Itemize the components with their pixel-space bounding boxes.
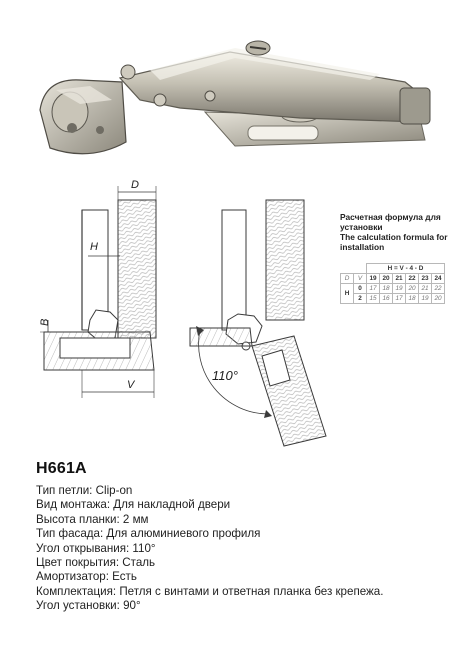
formula-caption-ru: Расчетная формула для установки — [340, 212, 441, 232]
corner-v: V — [353, 273, 367, 284]
table-row: D V 19 20 21 22 23 24 — [340, 273, 445, 284]
formula-caption-en: The calculation formula for installation — [340, 232, 448, 252]
v-value: 23 — [418, 273, 432, 284]
spec-finish-color: Цвет покрытия: Сталь — [36, 556, 156, 570]
v-value: 21 — [392, 273, 406, 284]
v-value: 19 — [366, 273, 380, 284]
formula-title: H = V - 4 - D — [366, 263, 445, 274]
spec-package: Комплектация: Петля с винтами и ответная… — [36, 584, 384, 598]
angle-label: 110° — [212, 368, 238, 383]
h-value: 20 — [405, 283, 419, 294]
h-value: 19 — [392, 283, 406, 294]
table-row: H 0 17 18 19 20 21 22 — [340, 283, 445, 304]
hinge-photo — [39, 40, 431, 155]
h-value: 17 — [366, 283, 380, 294]
h-value: 21 — [418, 283, 432, 294]
table-row: H = V - 4 - D — [340, 263, 445, 274]
label-b: B — [39, 319, 51, 326]
table-row: 2 15 16 17 18 19 20 — [341, 293, 445, 304]
h-value: 19 — [418, 293, 432, 304]
v-value: 22 — [405, 273, 419, 284]
corner-d: D — [340, 273, 354, 284]
row-label-h: H — [340, 283, 354, 304]
spec-damper: Амортизатор: Есть — [36, 570, 137, 584]
spec-plate-height: Высота планки: 2 мм — [36, 512, 149, 526]
h-value: 17 — [392, 293, 406, 304]
formula-caption: Расчетная формула для установки The calc… — [340, 212, 468, 252]
spec-list: Тип петли: Clip-on Вид монтажа: Для накл… — [36, 484, 383, 614]
installation-diagram: D H B V 110° — [39, 179, 327, 447]
spec-mount-type: Вид монтажа: Для накладной двери — [36, 498, 231, 512]
h-value: 15 — [366, 293, 380, 304]
label-d: D — [131, 179, 139, 191]
product-model: H661A — [36, 460, 87, 477]
h-value: 20 — [431, 293, 445, 304]
spec-opening-angle: Угол открывания: 110° — [36, 541, 156, 555]
label-h: H — [90, 241, 98, 253]
v-value: 24 — [431, 273, 445, 284]
d-value: 2 — [353, 293, 367, 304]
label-v: V — [127, 379, 136, 391]
h-value: 22 — [431, 283, 445, 294]
d-value: 0 — [353, 283, 367, 294]
formula-table: H = V - 4 - D D V 19 20 21 22 23 24 H 0 … — [340, 263, 445, 304]
v-value: 20 — [379, 273, 393, 284]
h-value: 18 — [379, 283, 393, 294]
spec-install-angle: Угол установки: 90° — [36, 599, 141, 613]
h-value: 16 — [379, 293, 393, 304]
spec-hinge-type: Тип петли: Clip-on — [36, 484, 133, 497]
h-value: 18 — [405, 293, 419, 304]
spec-facade-type: Тип фасада: Для алюминиевого профиля — [36, 527, 261, 541]
